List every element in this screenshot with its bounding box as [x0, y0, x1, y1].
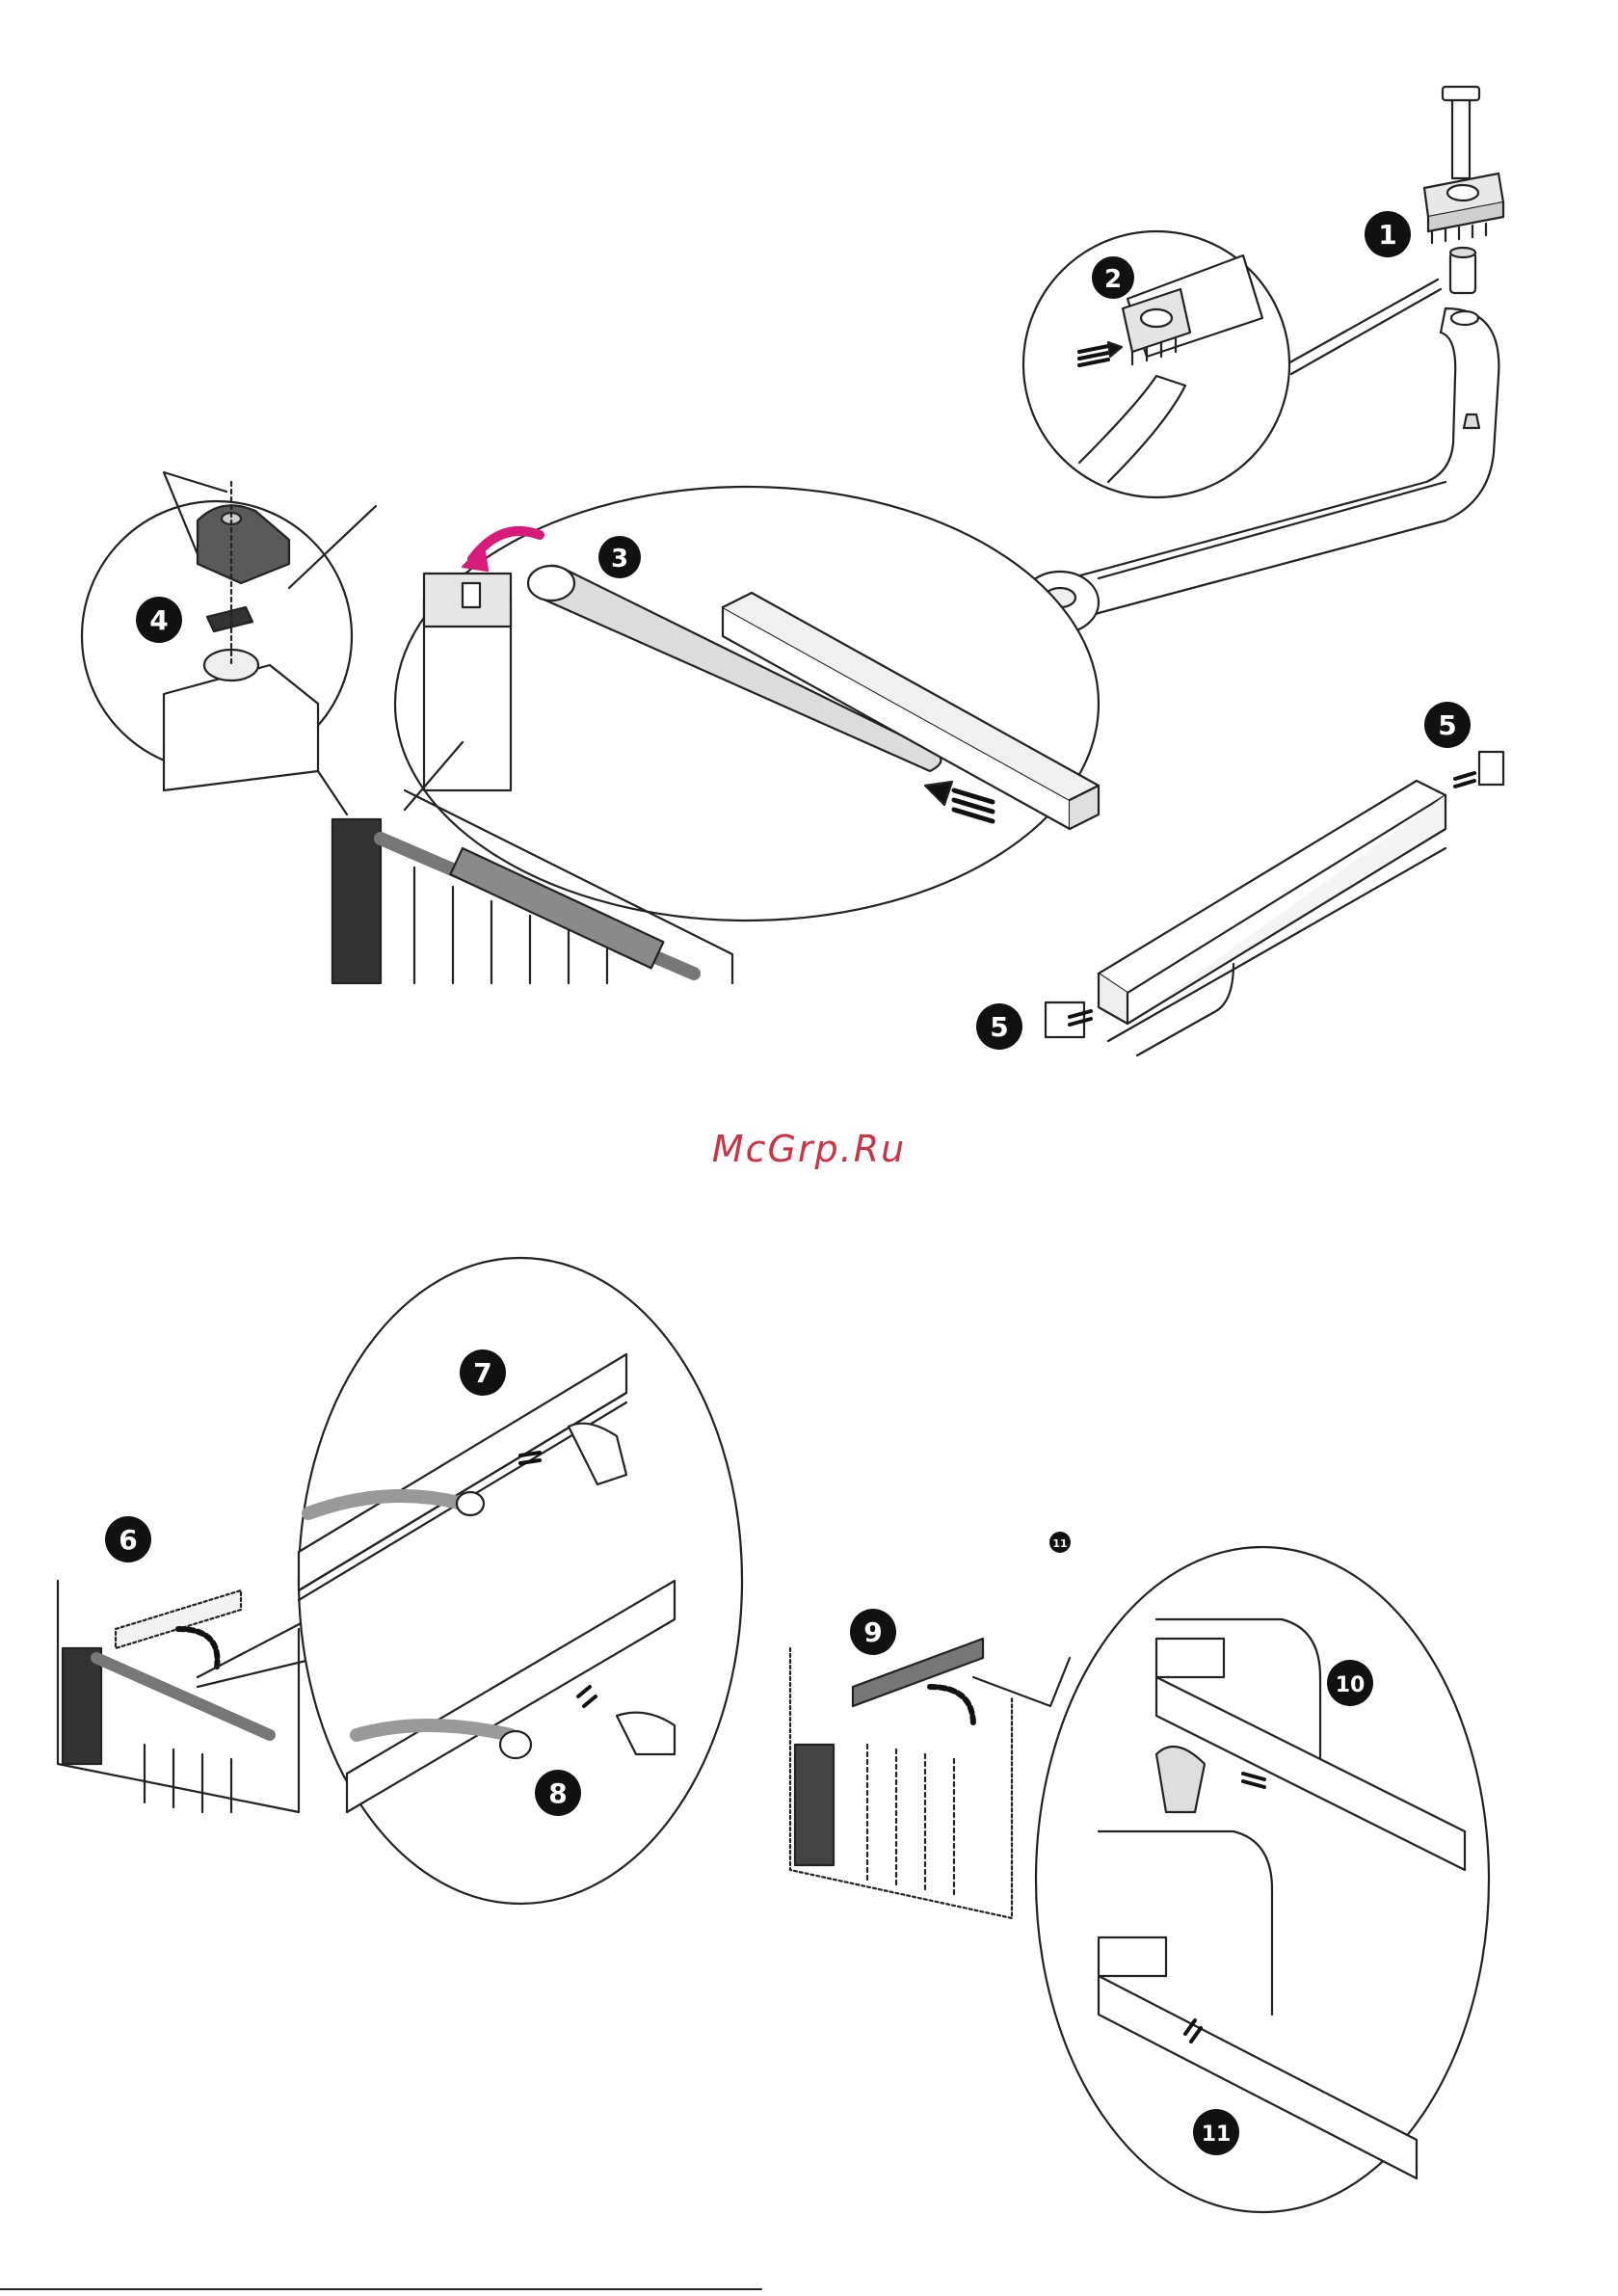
- svg-text:8: 8: [548, 1777, 567, 1809]
- step-badge-6: 6: [105, 1516, 151, 1562]
- step-badge-7: 7: [460, 1349, 506, 1396]
- svg-text:4: 4: [149, 604, 168, 636]
- zoom-circle-step4: [82, 472, 376, 790]
- step-badge-2: 2: [1092, 256, 1134, 299]
- step-badge-8: 8: [535, 1770, 581, 1816]
- step-badge-3: 3: [598, 536, 641, 578]
- svg-text:10: 10: [1336, 1673, 1366, 1697]
- step-badge-5: 5: [1424, 702, 1471, 748]
- svg-text:11: 11: [1202, 2122, 1232, 2147]
- step-badge-4: 4: [136, 597, 182, 643]
- svg-text:3: 3: [611, 545, 628, 574]
- step-badge-10: 10: [1327, 1660, 1373, 1706]
- zoom-circle-step2: [1023, 231, 1289, 497]
- svg-text:6: 6: [119, 1524, 137, 1556]
- zoom-ellipse-step7-8: [299, 1258, 742, 1904]
- step-badge-9: 9: [850, 1609, 896, 1655]
- zoom-ellipse-step10-11: [1036, 1547, 1489, 2212]
- leader-line: [1286, 280, 1438, 364]
- beam-step5: [1046, 752, 1503, 1055]
- svg-text:2: 2: [1104, 265, 1122, 294]
- svg-text:7: 7: [473, 1357, 491, 1389]
- svg-text:9: 9: [863, 1616, 882, 1648]
- svg-text:5: 5: [990, 1011, 1008, 1043]
- svg-text:5: 5: [1438, 709, 1456, 741]
- step-badge-11: 11: [1193, 2109, 1239, 2155]
- step-badge-1: 1: [1365, 211, 1411, 257]
- gate-step9: [790, 1639, 1012, 1918]
- svg-text:11: 11: [1052, 1537, 1067, 1550]
- step-badge-11-small: 11: [1049, 1532, 1071, 1553]
- svg-text:1: 1: [1378, 219, 1396, 251]
- leader-line: [1291, 289, 1441, 374]
- bolt-assembly: [1424, 87, 1503, 293]
- gate-step6: [58, 1581, 299, 1812]
- watermark-text: McGrp.Ru: [0, 1128, 1618, 1170]
- step-badge-5-second: 5: [976, 1003, 1022, 1050]
- zoom-ellipse-step3: [395, 487, 1099, 921]
